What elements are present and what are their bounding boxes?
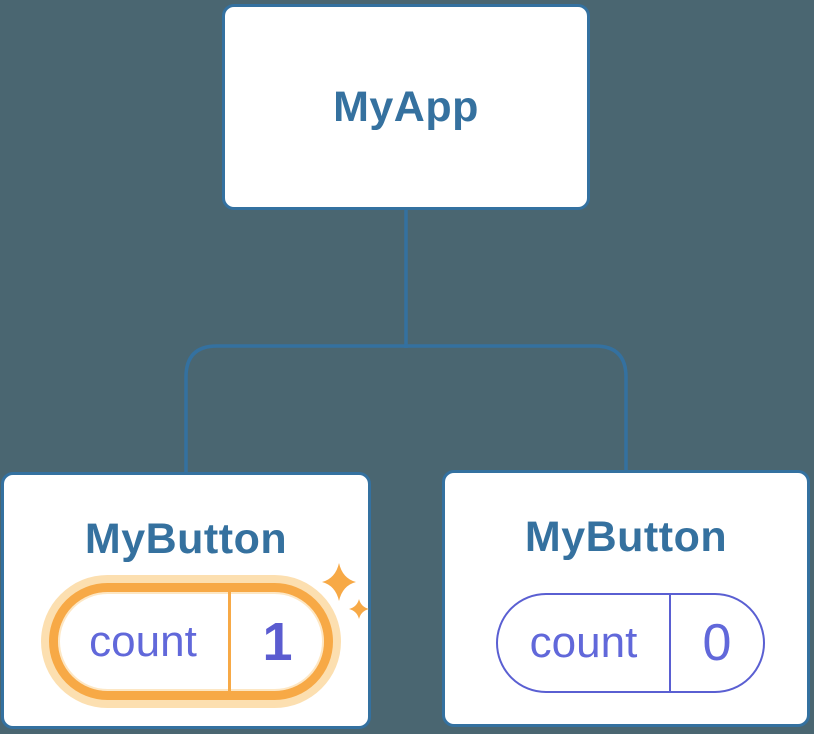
state-key-label: count (89, 616, 197, 666)
state-value-cell: 1 (231, 592, 324, 691)
state-pill: count 0 (496, 593, 765, 693)
state-value: 0 (702, 614, 732, 672)
node-mybutton-label: MyButton (524, 513, 728, 561)
node-mybutton-normal: MyButton count 0 (442, 470, 810, 727)
node-myapp-label: MyApp (333, 82, 479, 131)
state-value-cell: 0 (671, 595, 763, 691)
sparkle-icon-small (349, 599, 369, 619)
node-myapp: MyApp (222, 4, 590, 210)
sparkle-icons (322, 563, 369, 619)
sparkle-icon-large (322, 563, 356, 601)
state-key-cell: count (58, 592, 231, 691)
node-mybutton-label: MyButton (84, 515, 288, 563)
node-mybutton-highlighted: MyButton count 1 (1, 472, 371, 729)
connector-branch (184, 344, 628, 473)
state-value: 1 (262, 611, 293, 672)
state-key-label: count (529, 618, 638, 667)
state-pill-highlighted: count 1 (49, 583, 333, 700)
state-key-cell: count (498, 595, 671, 691)
